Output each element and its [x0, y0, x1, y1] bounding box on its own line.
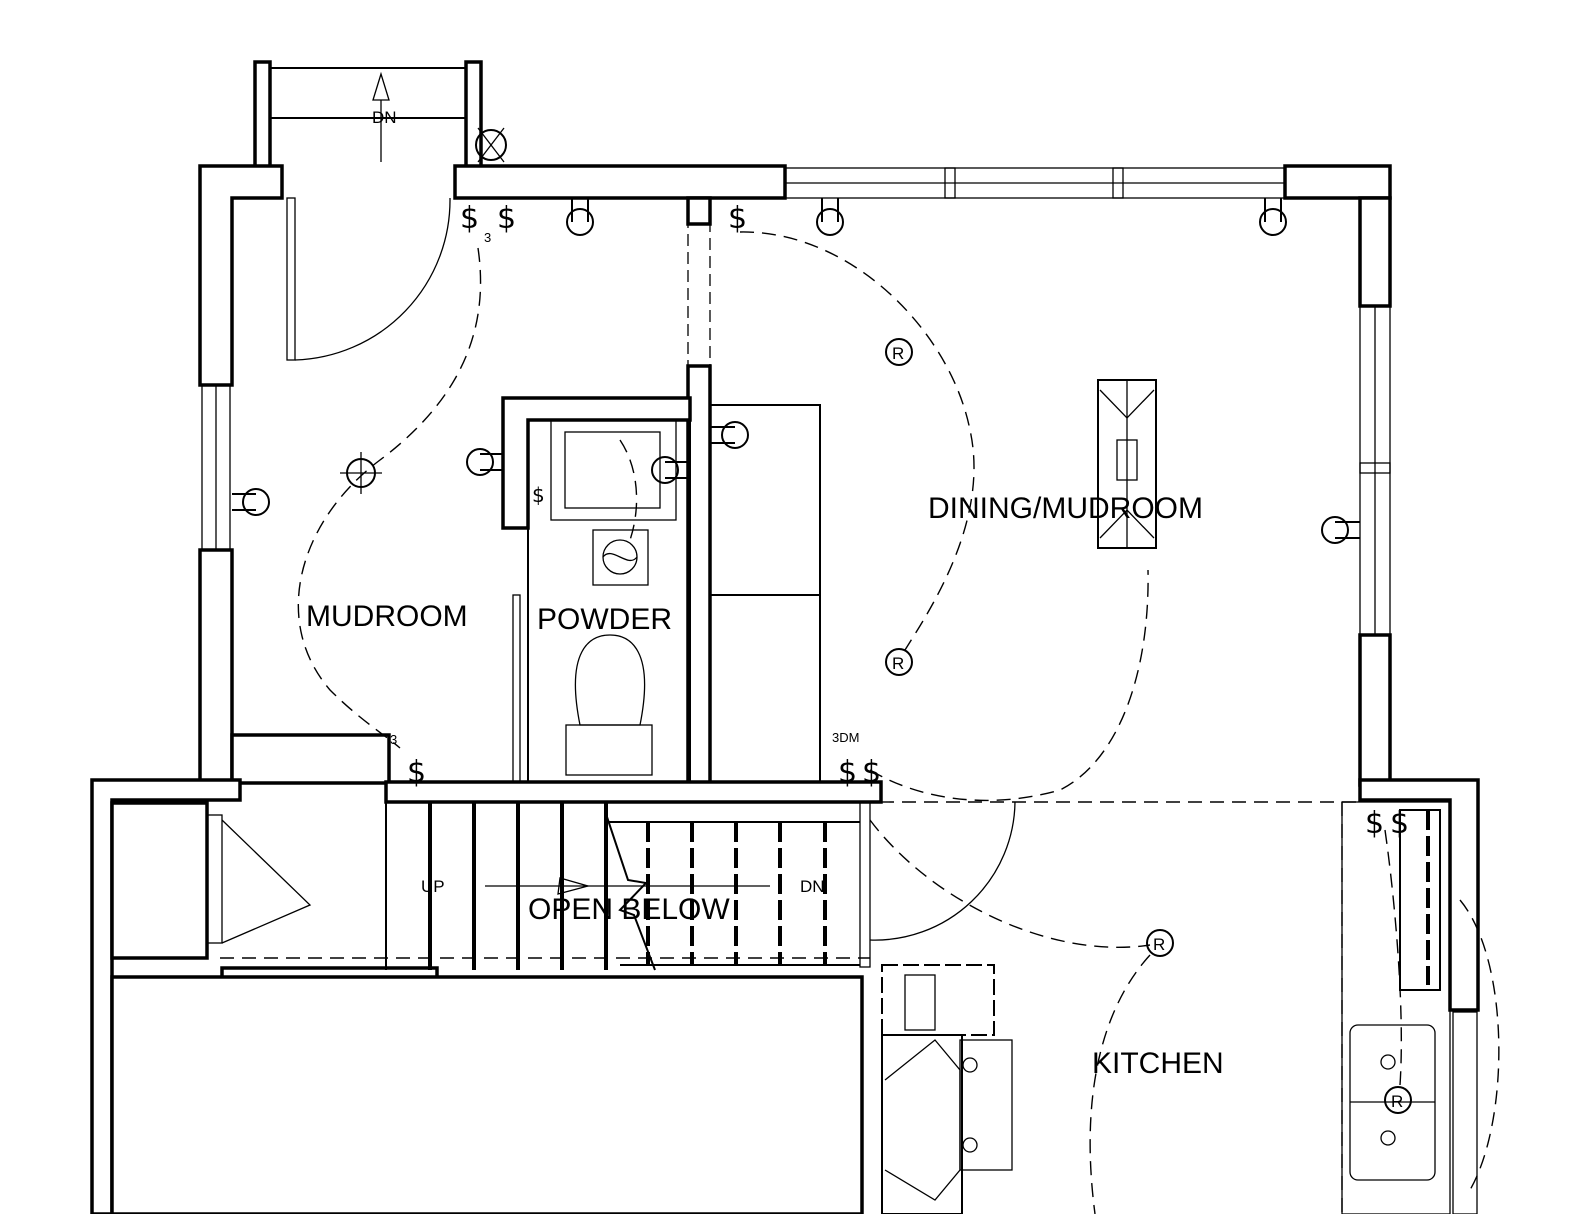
break-line — [605, 813, 656, 971]
sink-basin — [564, 431, 661, 509]
recessed-lights: R R R R — [885, 338, 1412, 1114]
closet-door[interactable] — [206, 814, 312, 944]
toilet-icon — [565, 634, 653, 776]
kitchen-counters — [881, 801, 1500, 1214]
circuit-lines — [297, 231, 1403, 1214]
wall-light-icon — [1259, 198, 1287, 236]
closet — [709, 404, 821, 783]
recessed-light-label: R — [1153, 935, 1165, 954]
switch-icon: $ — [407, 755, 426, 790]
exterior-stair: DN — [253, 60, 483, 170]
wall-light-icon — [816, 198, 844, 236]
range-hood-icon — [884, 1039, 961, 1201]
switch-icon: $ — [1390, 806, 1409, 841]
windows — [201, 167, 1391, 636]
wall-light-icon — [710, 421, 749, 449]
wall-light-icon — [651, 456, 688, 484]
mudroom-door[interactable] — [286, 197, 451, 361]
exterior-light-icon — [475, 127, 507, 163]
kitchen-door[interactable] — [869, 801, 1360, 941]
room-labels: MUDROOM POWDER DINING/MUDROOM KITCHEN OP… — [306, 492, 1224, 1080]
room-label-mudroom: MUDROOM — [306, 600, 468, 633]
three-way-label: 3 — [484, 230, 491, 245]
switch-icon: $ — [460, 201, 479, 236]
stair-up-label: UP — [421, 877, 445, 896]
wall-light-icon — [1321, 516, 1360, 544]
room-label-kitchen: KITCHEN — [1092, 1047, 1224, 1080]
recessed-light-icon: R — [885, 338, 913, 366]
recessed-light-label: R — [1391, 1092, 1403, 1111]
exhaust-fan-icon — [592, 529, 649, 586]
wall-light-icon — [232, 488, 270, 516]
vanity — [550, 419, 677, 521]
interior-stair: UP DN — [220, 801, 871, 971]
stair-down-label: DN — [800, 877, 825, 896]
walls — [90, 164, 1480, 1214]
three-way-label: 3 — [390, 732, 397, 747]
pocket-door[interactable] — [512, 594, 521, 783]
ceiling-light-icon — [340, 452, 382, 494]
recessed-light-label: R — [892, 654, 904, 673]
recessed-light-label: R — [892, 344, 904, 363]
switch-icon: $ — [728, 201, 747, 236]
room-label-powder: POWDER — [537, 603, 672, 636]
switch-icon: $ — [862, 755, 881, 790]
powder-fixtures — [512, 419, 691, 783]
arrow-right-icon — [557, 877, 591, 895]
room-label-open-below: OPEN BELOW — [528, 893, 730, 926]
switch-icon: $ — [838, 755, 857, 790]
range-icon — [959, 1039, 1013, 1171]
switches: $ 3 $ $ $ 3 $ $ 3DM $ $ $ — [390, 201, 1409, 841]
stair-dn-label: DN — [372, 108, 397, 127]
wall-light-icon — [466, 448, 503, 476]
switch-icon: $ — [532, 483, 545, 507]
sink-icon — [1349, 1024, 1436, 1181]
switch-icon: $ — [1365, 806, 1384, 841]
recessed-light-icon: R — [1384, 1086, 1412, 1114]
three-way-dimmer-label: 3DM — [832, 730, 859, 745]
arrow-up-icon — [372, 71, 390, 101]
wall-lights — [232, 127, 1360, 544]
switch-icon: $ — [497, 201, 516, 236]
recessed-light-icon: R — [1146, 929, 1174, 957]
room-label-dining: DINING/MUDROOM — [928, 492, 1203, 525]
pendant-fixture-icon — [1097, 379, 1157, 549]
recessed-light-icon: R — [885, 648, 913, 676]
wall-light-icon — [566, 198, 594, 236]
